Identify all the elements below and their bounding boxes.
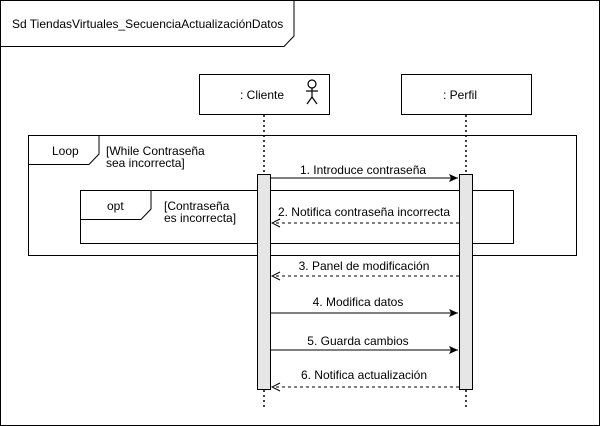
loop-guard-line2: sea incorrecta] bbox=[106, 156, 185, 170]
loop-keyword: Loop bbox=[52, 144, 79, 158]
opt-fragment-tab bbox=[80, 190, 152, 220]
message-2-label: 2. Notifica contraseña incorrecta bbox=[278, 205, 450, 219]
lifeline-label-cliente: : Cliente bbox=[240, 88, 284, 102]
message-6-label: 6. Notifica actualización bbox=[301, 368, 427, 382]
opt-keyword: opt bbox=[107, 199, 124, 213]
message-3-label: 3. Panel de modificación bbox=[299, 259, 430, 273]
activation-bar-cliente bbox=[257, 174, 271, 390]
frame-title-tab bbox=[0, 0, 295, 47]
message-1-label: 1. Introduce contraseña bbox=[300, 163, 426, 177]
frame-title: Sd TiendasVirtuales_SecuenciaActualizaci… bbox=[12, 17, 283, 31]
activation-bar-perfil bbox=[459, 174, 473, 390]
actor-stick-figure-icon bbox=[306, 79, 318, 105]
lifeline-label-perfil: : Perfil bbox=[443, 88, 477, 102]
opt-guard-line1: [Contraseña bbox=[164, 199, 230, 213]
loop-fragment-tab bbox=[28, 135, 100, 165]
message-5-label: 5. Guarda cambios bbox=[307, 334, 408, 348]
opt-guard-line2: es incorrecta] bbox=[164, 211, 236, 225]
lifeline-head-cliente bbox=[199, 74, 330, 115]
loop-fragment bbox=[28, 135, 577, 256]
lifeline-head-perfil bbox=[401, 74, 532, 115]
message-4-label: 4. Modifica datos bbox=[313, 295, 404, 309]
loop-guard-line1: [While Contraseña bbox=[106, 144, 205, 158]
opt-fragment bbox=[80, 190, 514, 244]
